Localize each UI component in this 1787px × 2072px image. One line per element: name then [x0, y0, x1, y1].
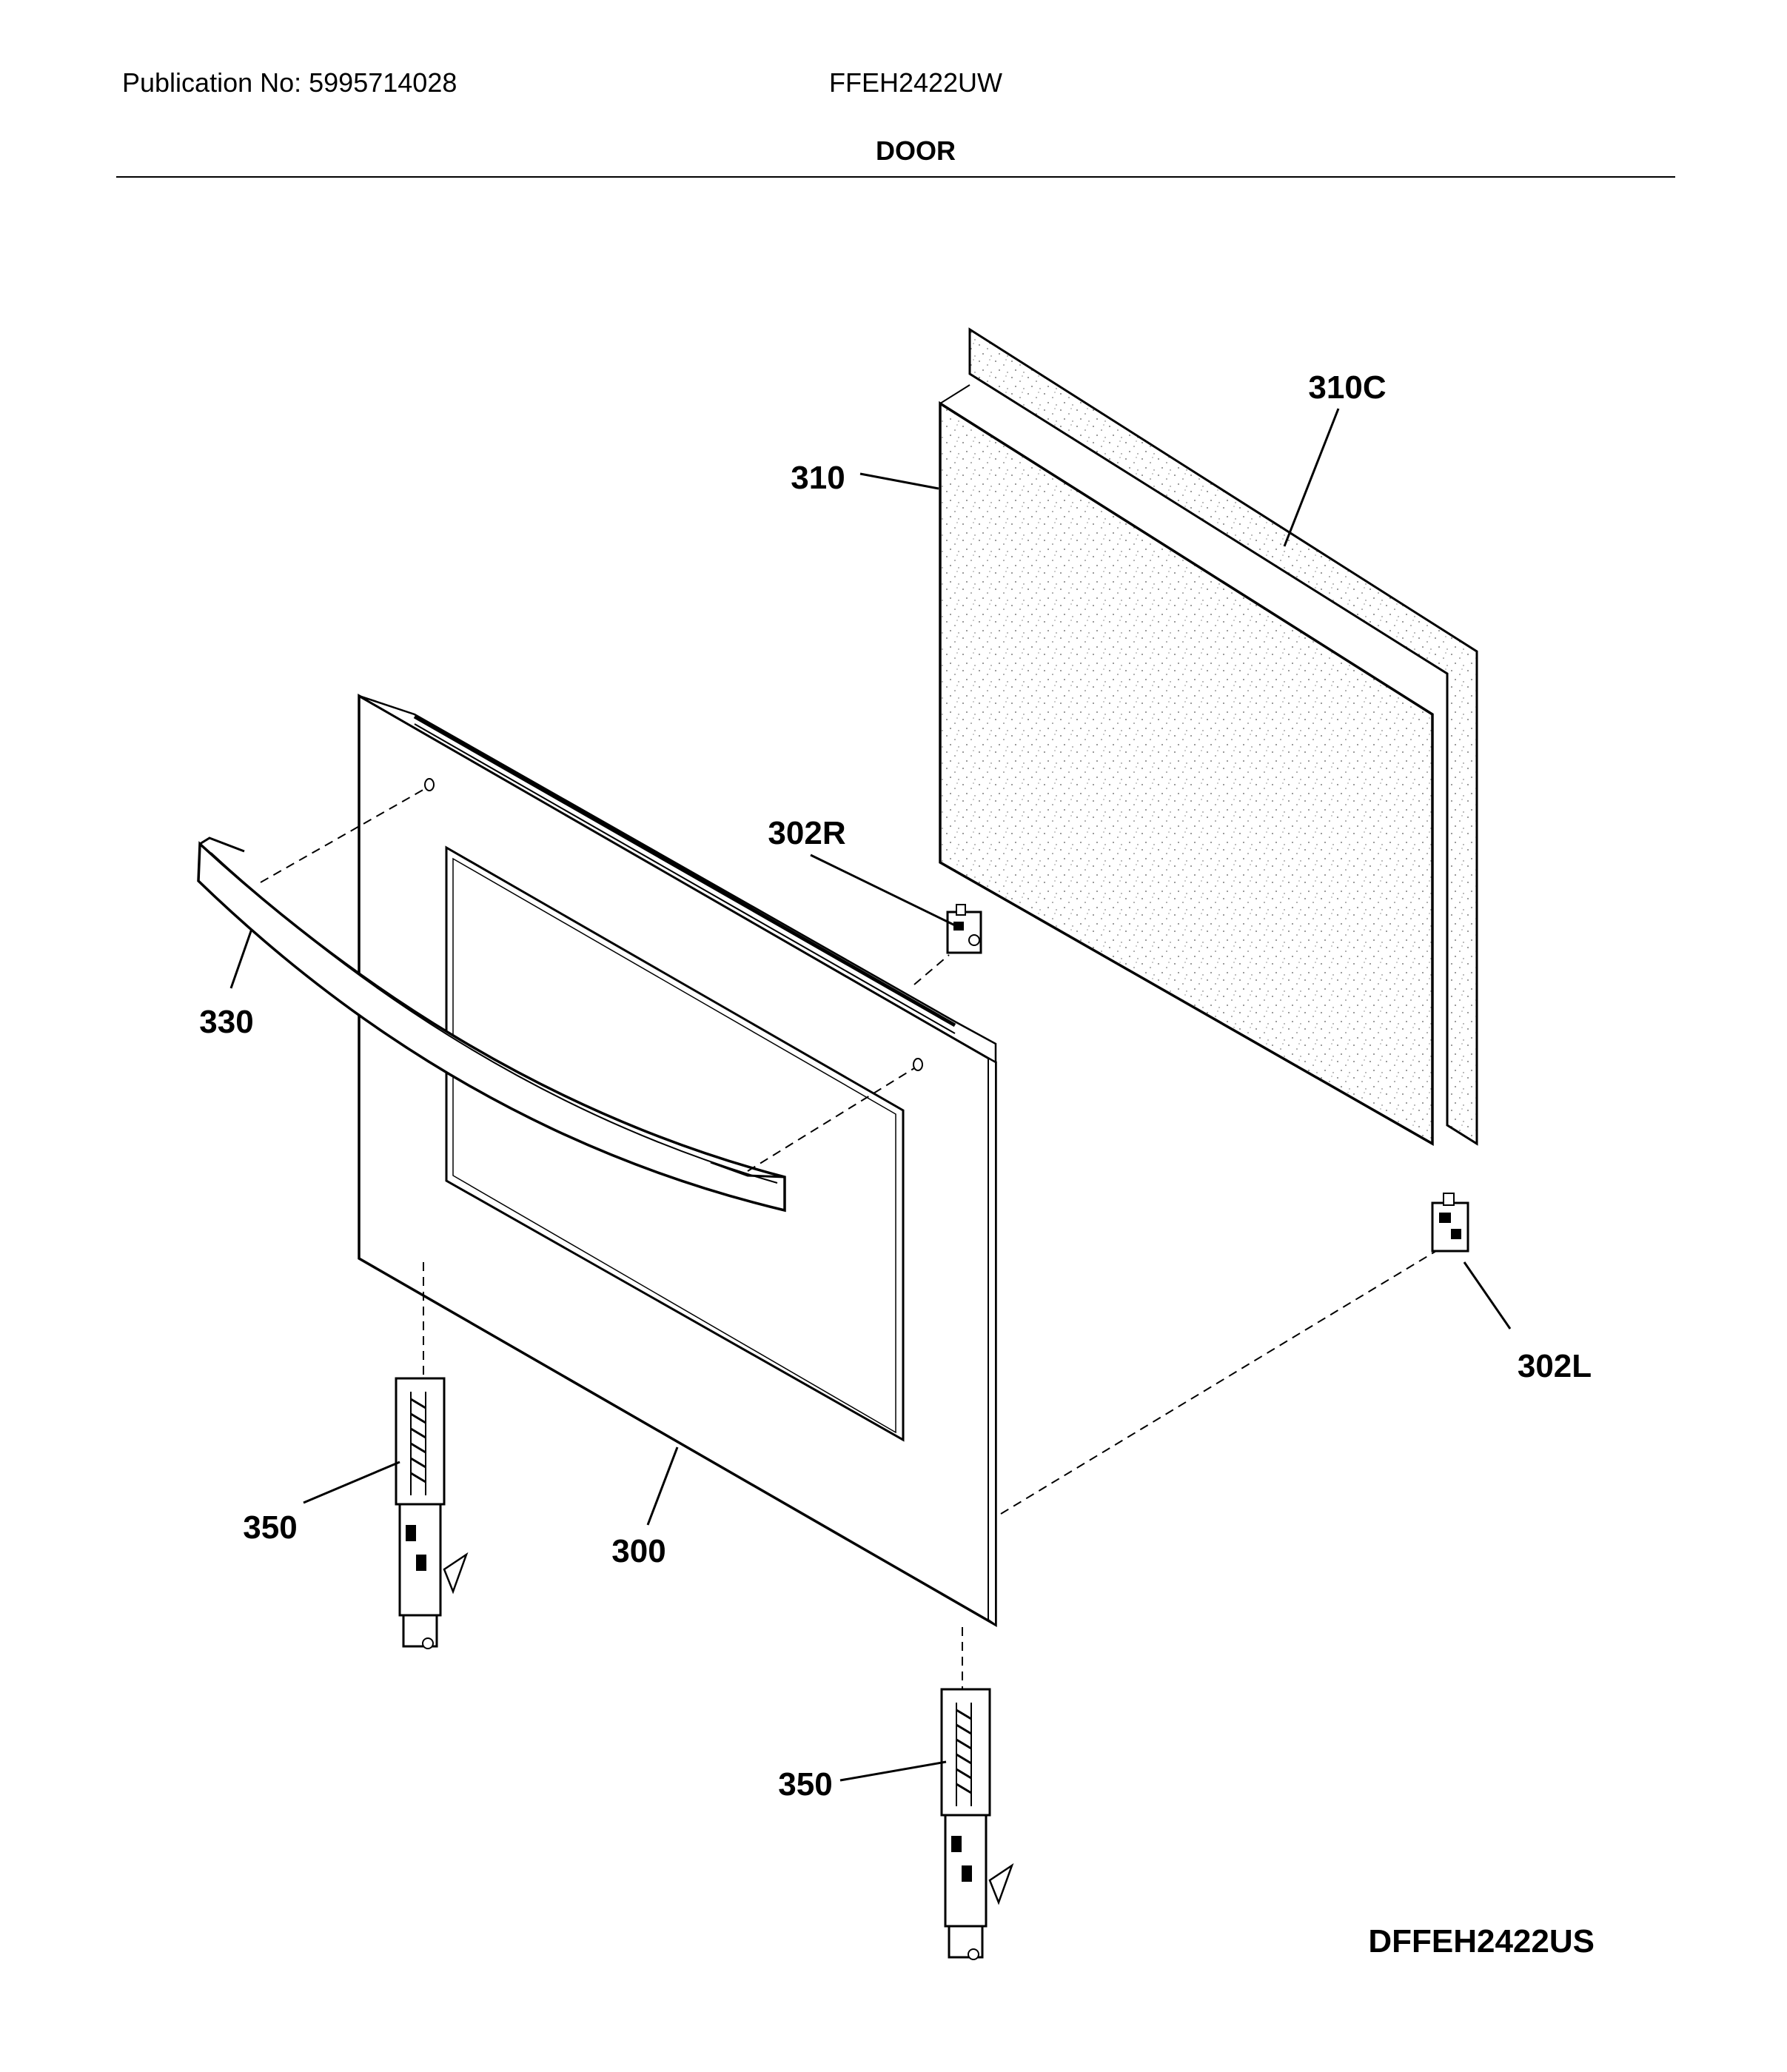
diagram-code: DFFEH2422US — [1368, 1923, 1595, 1959]
callout-350-right: 350 — [778, 1766, 832, 1803]
assembly-guide-lines — [260, 788, 1437, 1689]
header-divider — [116, 176, 1675, 178]
callout-300: 300 — [611, 1533, 665, 1569]
hinge-receiver-302r — [946, 904, 982, 954]
model-number: FFEH2422UW — [828, 67, 1003, 98]
callout-330: 330 — [199, 1004, 253, 1040]
door-handle-330 — [197, 836, 786, 1213]
callout-302l: 302L — [1518, 1348, 1592, 1384]
hinge-350-left — [395, 1377, 469, 1649]
callout-310c: 310C — [1308, 369, 1386, 406]
glass-panel-310c — [968, 327, 1478, 1146]
publication-number: Publication No: 5995714028 — [122, 67, 457, 98]
hinge-350-right — [940, 1688, 1014, 1960]
glass-panel-310 — [939, 384, 1434, 1147]
hinge-receiver-302l — [1431, 1193, 1469, 1253]
callout-350-left: 350 — [243, 1509, 297, 1546]
callout-310: 310 — [791, 460, 845, 496]
callout-leaders — [229, 408, 1512, 1782]
section-title: DOOR — [876, 135, 956, 166]
callout-302r: 302R — [768, 815, 845, 851]
